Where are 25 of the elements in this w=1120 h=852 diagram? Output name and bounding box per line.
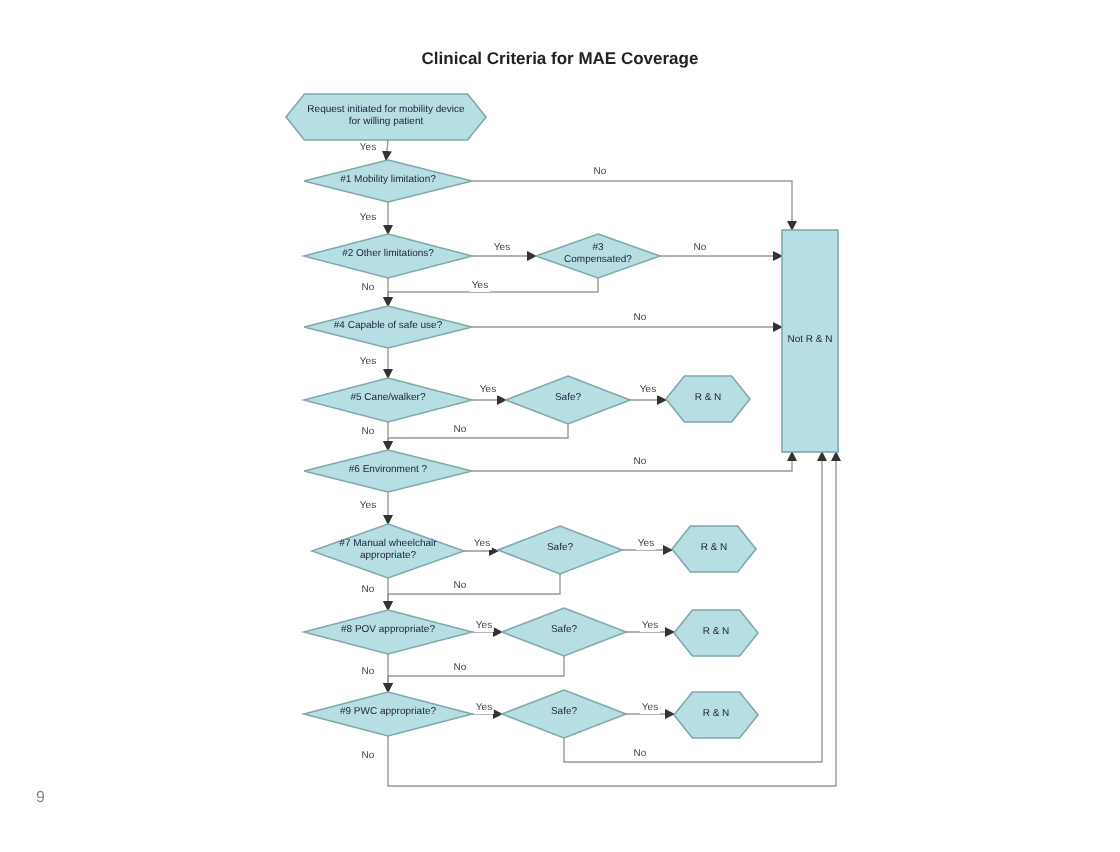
- arrow: [471, 322, 783, 332]
- arrow: [621, 545, 673, 555]
- arrow: [563, 451, 827, 763]
- arrow: [383, 421, 393, 451]
- arrow: [471, 627, 503, 637]
- arrow: [471, 451, 797, 472]
- arrow: [471, 709, 503, 719]
- arrow: [383, 277, 393, 307]
- arrow: [383, 653, 393, 693]
- arrow: [383, 347, 393, 379]
- arrow: [383, 491, 393, 525]
- page-number: 9: [36, 788, 45, 806]
- arrow: [471, 395, 507, 405]
- arrow: [387, 451, 841, 787]
- arrow: [659, 251, 783, 261]
- arrow: [625, 709, 675, 719]
- arrow: [625, 627, 675, 637]
- arrow: [463, 546, 499, 556]
- arrow: [471, 180, 797, 231]
- arrow: [471, 251, 537, 261]
- arrow: [629, 395, 667, 405]
- arrow: [383, 201, 393, 235]
- diagram-title: Clinical Criteria for MAE Coverage: [419, 48, 701, 68]
- arrow: [383, 577, 393, 611]
- arrow: [381, 139, 392, 161]
